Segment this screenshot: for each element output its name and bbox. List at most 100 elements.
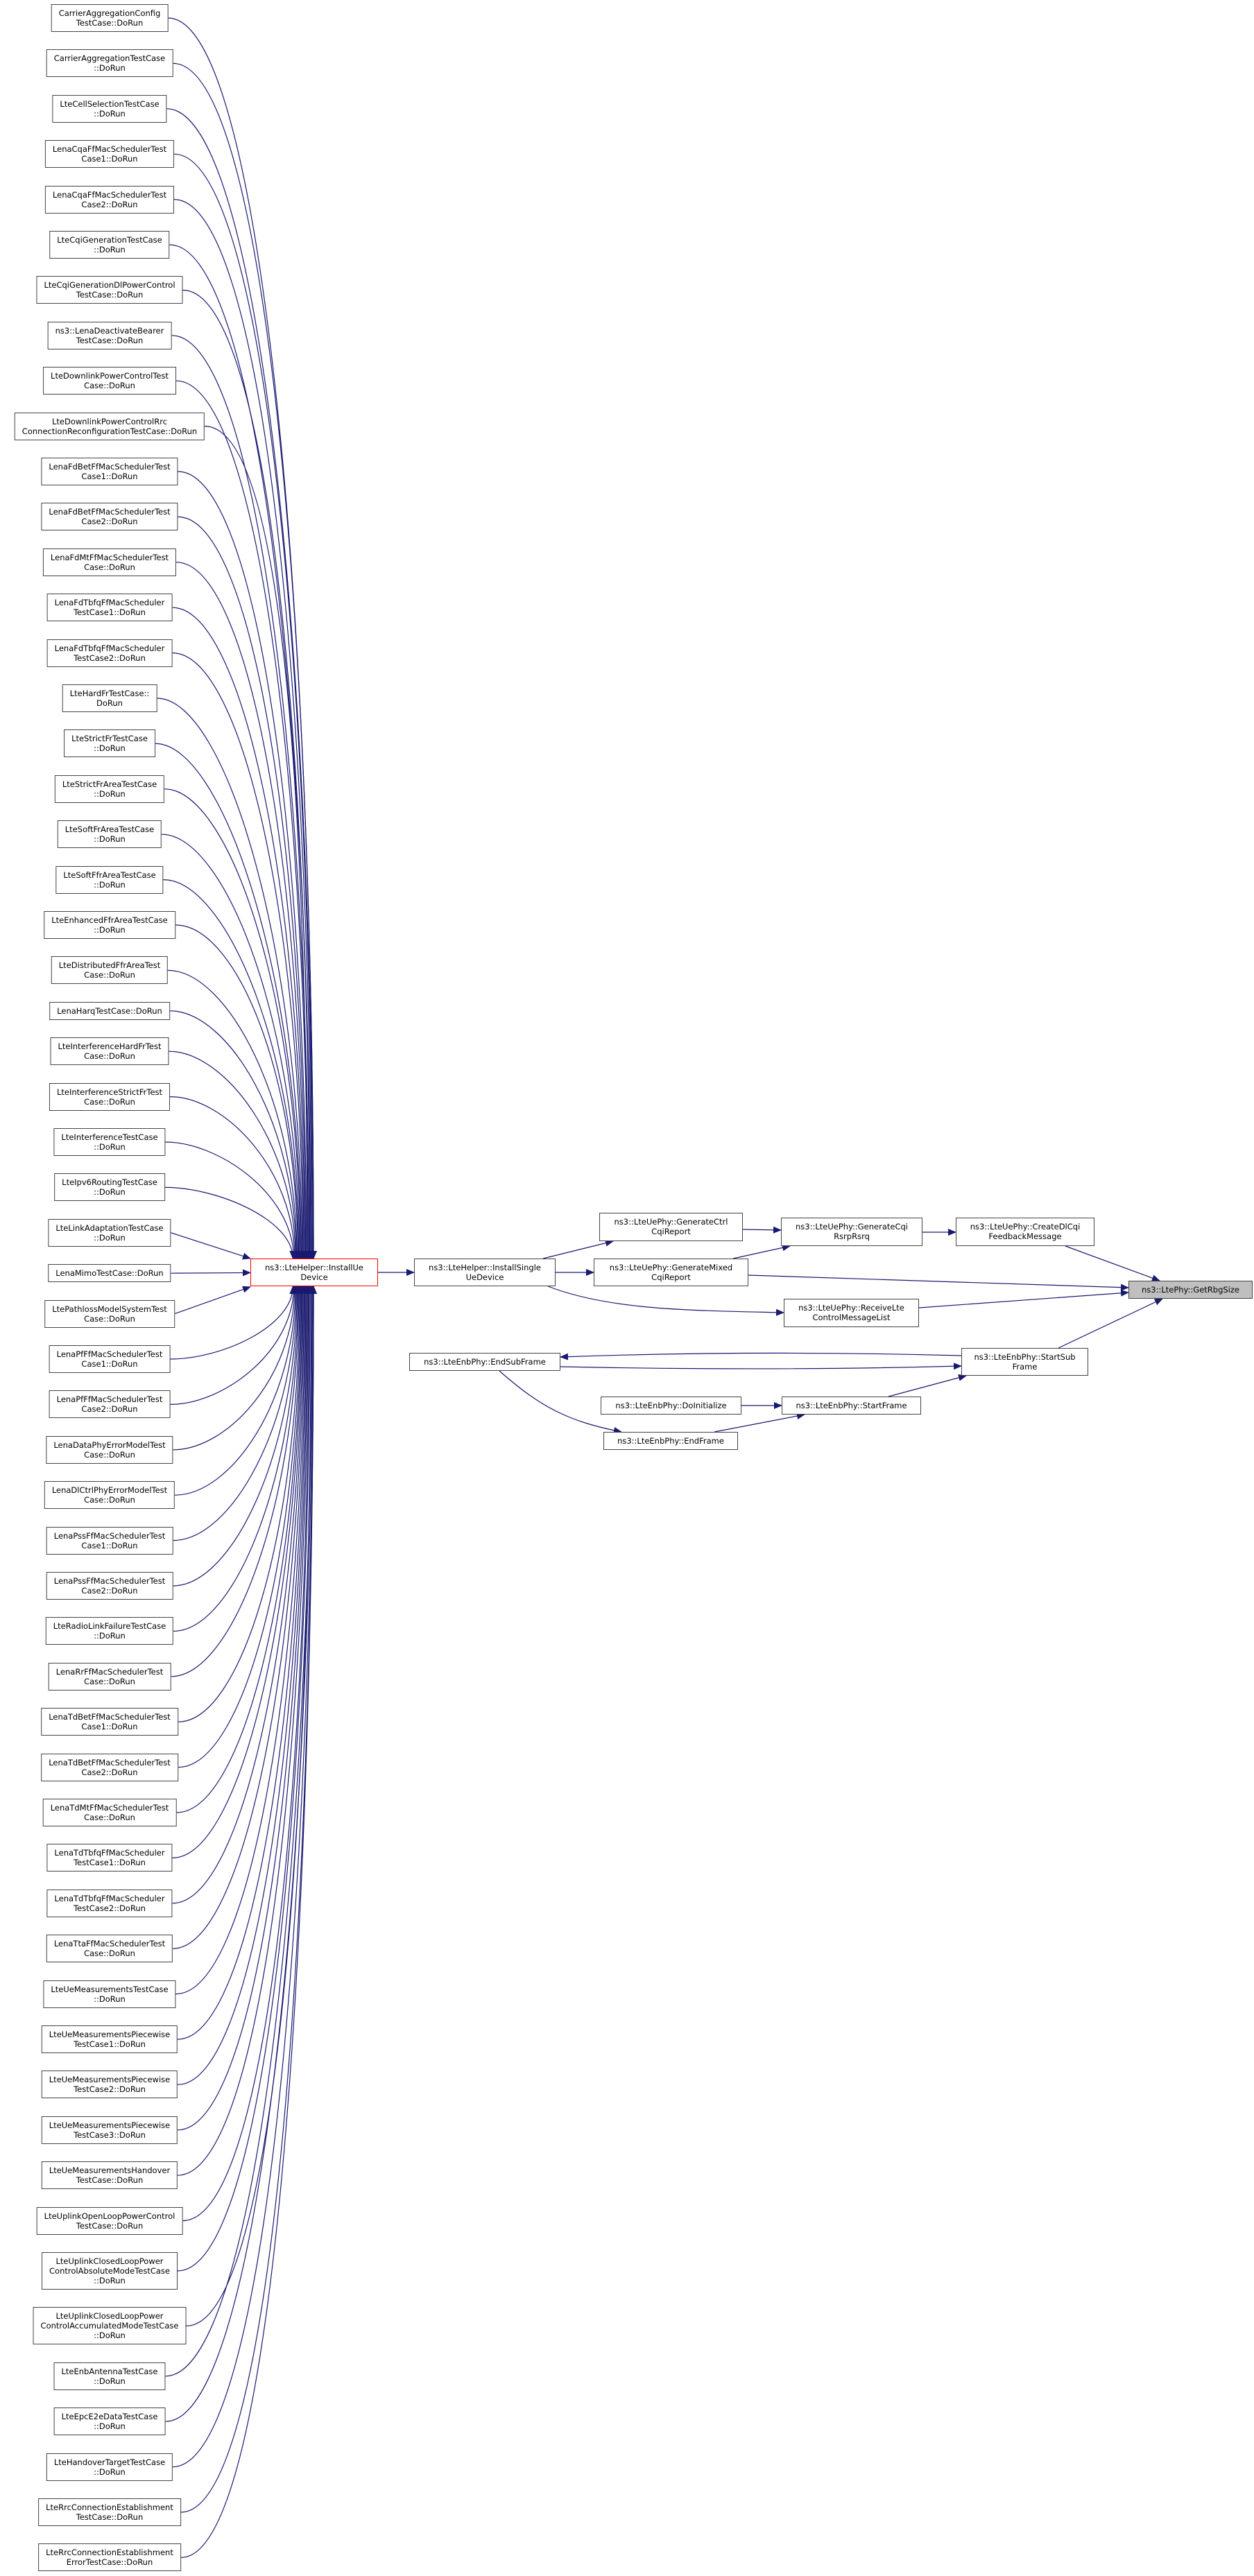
caller-node[interactable]: LenaCqaFfMacSchedulerTest Case1::DoRun — [44, 140, 175, 168]
edge-caller-installuedevice — [171, 1286, 302, 1677]
edge-caller-installuedevice — [173, 1286, 301, 1587]
caller-node[interactable]: LteInterferenceStrictFrTest Case::DoRun — [49, 1082, 171, 1111]
caller-node[interactable]: LenaFdMtFfMacSchedulerTest Case::DoRun — [42, 548, 177, 576]
caller-node[interactable]: LteHandoverTargetTestCase ::DoRun — [46, 2453, 173, 2481]
edge-caller-installuedevice — [164, 788, 304, 1259]
caller-node[interactable]: LenaMimoTestCase::DoRun — [48, 1264, 171, 1283]
caller-node[interactable]: CarrierAggregationTestCase ::DoRun — [46, 49, 173, 78]
node-receive-lte-control-message-list[interactable]: ns3::LteUePhy::ReceiveLte ControlMessage… — [784, 1299, 919, 1327]
edge-generatemixed-generatecqi — [732, 1244, 791, 1259]
caller-node[interactable]: LenaCqaFfMacSchedulerTest Case2::DoRun — [44, 185, 175, 214]
caller-node[interactable]: LteUeMeasurementsPiecewise TestCase3::Do… — [41, 2116, 178, 2144]
edge-caller-installuedevice — [171, 335, 313, 1259]
edge-caller-installuedevice — [164, 1186, 297, 1259]
caller-node[interactable]: LteLinkAdaptationTestCase ::DoRun — [48, 1218, 171, 1247]
caller-node[interactable]: LenaTtaFfMacSchedulerTest Case::DoRun — [46, 1935, 173, 1963]
caller-node[interactable]: LteUeMeasurementsTestCase ::DoRun — [43, 1980, 176, 2008]
caller-node[interactable]: LenaHarqTestCase::DoRun — [49, 1001, 170, 1020]
caller-node[interactable]: LteUplinkOpenLoopPowerControl TestCase::… — [36, 2206, 183, 2235]
caller-node[interactable]: LteDownlinkPowerControlTest Case::DoRun — [43, 367, 176, 395]
edge-caller-installuedevice — [177, 1286, 314, 2272]
caller-node[interactable]: LenaFdBetFfMacSchedulerTest Case2::DoRun — [41, 503, 178, 531]
caller-node[interactable]: LteUeMeasurementsPiecewise TestCase1::Do… — [41, 2025, 178, 2053]
caller-node[interactable]: LenaPfFfMacSchedulerTest Case2::DoRun — [49, 1390, 171, 1419]
caller-node[interactable]: LteUeMeasurementsHandover TestCase::DoRu… — [41, 2161, 178, 2190]
node-start-frame[interactable]: ns3::LteEnbPhy::StartFrame — [782, 1397, 921, 1415]
caller-node[interactable]: LteEnhancedFfrAreaTestCase ::DoRun — [44, 911, 175, 939]
edge-endsubframe-endframe — [499, 1370, 622, 1434]
caller-node[interactable]: LteHardFrTestCase:: DoRun — [62, 684, 157, 712]
edge-caller-installuedevice — [173, 153, 316, 1259]
caller-node[interactable]: LteStrictFrTestCase ::DoRun — [64, 729, 155, 758]
node-generate-mixed-cqi-report[interactable]: ns3::LteUePhy::GenerateMixed CqiReport — [594, 1259, 748, 1286]
caller-node[interactable]: LenaPssFfMacSchedulerTest Case2::DoRun — [46, 1572, 173, 1600]
edge-caller-installuedevice — [177, 1286, 311, 2131]
caller-node[interactable]: LteCellSelectionTestCase ::DoRun — [52, 94, 167, 123]
edge-caller-installuedevice — [173, 62, 317, 1259]
caller-node[interactable]: LenaTdBetFfMacSchedulerTest Case2::DoRun — [41, 1753, 178, 1781]
node-install-ue-device[interactable]: ns3::LteHelper::InstallUe Device — [250, 1259, 378, 1286]
edge-caller-installuedevice — [175, 562, 309, 1259]
caller-node[interactable]: ns3::LenaDeactivateBearer TestCase::DoRu… — [47, 321, 172, 349]
edge-caller-installuedevice — [175, 924, 302, 1259]
node-generate-ctrl-cqi-report[interactable]: ns3::LteUePhy::GenerateCtrl CqiReport — [599, 1213, 743, 1241]
edge-caller-installuedevice — [178, 1286, 304, 1768]
node-start-sub-frame[interactable]: ns3::LteEnbPhy::StartSub Frame — [961, 1348, 1088, 1376]
caller-node[interactable]: LenaTdBetFfMacSchedulerTest Case1::DoRun — [41, 1708, 178, 1736]
caller-node[interactable]: LteInterferenceHardFrTest Case::DoRun — [50, 1037, 169, 1066]
caller-node[interactable]: LteCqiGenerationTestCase ::DoRun — [49, 231, 170, 259]
caller-node[interactable]: LenaFdBetFfMacSchedulerTest Case1::DoRun — [41, 458, 178, 485]
caller-node[interactable]: LteIpv6RoutingTestCase ::DoRun — [54, 1173, 165, 1202]
caller-node[interactable]: LteStrictFrAreaTestCase ::DoRun — [54, 775, 165, 803]
caller-node[interactable]: LtePathlossModelSystemTest Case::DoRun — [44, 1299, 175, 1328]
caller-node[interactable]: LenaPfFfMacSchedulerTest Case1::DoRun — [49, 1345, 171, 1373]
node-create-dl-cqi-feedback-message[interactable]: ns3::LteUePhy::CreateDlCqi FeedbackMessa… — [956, 1218, 1094, 1246]
edge-receivelte-getrbgsize — [918, 1289, 1129, 1308]
node-install-single-ue-device[interactable]: ns3::LteHelper::InstallSingle UeDevice — [414, 1259, 556, 1286]
edge-caller-installuedevice — [171, 1269, 251, 1277]
node-end-sub-frame[interactable]: ns3::LteEnbPhy::EndSubFrame — [409, 1353, 560, 1371]
caller-node[interactable]: LteEnbAntennaTestCase ::DoRun — [53, 2362, 166, 2390]
edge-generatemixed-getrbgsize — [748, 1274, 1129, 1291]
edge-caller-installuedevice — [169, 244, 314, 1259]
caller-node[interactable]: LteCqiGenerationDlPowerControl TestCase:… — [36, 276, 183, 304]
edge-caller-installuedevice — [182, 1286, 313, 2222]
caller-node[interactable]: LenaDlCtrlPhyErrorModelTest Case::DoRun — [44, 1481, 175, 1510]
caller-node[interactable]: LenaFdTbfqFfMacScheduler TestCase2::DoRu… — [46, 639, 173, 667]
caller-node[interactable]: LteSoftFrAreaTestCase ::DoRun — [57, 820, 162, 849]
node-do-initialize[interactable]: ns3::LteEnbPhy::DoInitialize — [601, 1397, 741, 1415]
edge-endsubframe-startsubframe — [560, 1363, 962, 1370]
edge-caller-installuedevice — [178, 516, 309, 1259]
node-get-rbg-size[interactable]: ns3::LtePhy::GetRbgSize — [1128, 1281, 1253, 1299]
caller-node[interactable]: LteSoftFfrAreaTestCase ::DoRun — [55, 865, 164, 894]
caller-node[interactable]: LteDistributedFfrAreaTest Case::DoRun — [51, 956, 169, 985]
caller-node[interactable]: LteInterferenceTestCase ::DoRun — [53, 1128, 166, 1156]
caller-node[interactable]: LenaTdMtFfMacSchedulerTest Case::DoRun — [42, 1799, 177, 1826]
caller-node[interactable]: CarrierAggregationConfig TestCase::DoRun — [51, 4, 169, 32]
edge-caller-installuedevice — [170, 1286, 298, 1405]
caller-node[interactable]: LenaFdTbfqFfMacScheduler TestCase1::DoRu… — [46, 594, 173, 622]
edge-caller-installuedevice — [173, 199, 316, 1259]
caller-node[interactable]: LenaPssFfMacSchedulerTest Case1::DoRun — [46, 1526, 173, 1555]
caller-node[interactable]: LteRrcConnectionEstablishment ErrorTestC… — [38, 2543, 181, 2572]
caller-node[interactable]: LenaTdTbfqFfMacScheduler TestCase2::DoRu… — [46, 1889, 173, 1917]
caller-node[interactable]: LenaRrFfMacSchedulerTest Case::DoRun — [48, 1662, 171, 1691]
caller-node[interactable]: LteUplinkClosedLoopPower ControlAccumula… — [33, 2307, 187, 2345]
edge-caller-installuedevice — [177, 1286, 312, 2176]
caller-node[interactable]: LteDownlinkPowerControlRrc ConnectionRec… — [14, 412, 205, 440]
caller-node[interactable]: LteUplinkClosedLoopPower ControlAbsolute… — [42, 2252, 178, 2290]
caller-node[interactable]: LteRrcConnectionEstablishment TestCase::… — [38, 2498, 181, 2526]
edge-installsingle-receivelte — [547, 1286, 784, 1316]
caller-node[interactable]: LenaTdTbfqFfMacScheduler TestCase1::DoRu… — [46, 1844, 173, 1872]
caller-node[interactable]: LteUeMeasurementsPiecewise TestCase2::Do… — [41, 2071, 178, 2099]
node-generate-cqi-rsrp-rsrq[interactable]: ns3::LteUePhy::GenerateCqi RsrpRsrq — [781, 1218, 922, 1246]
caller-node[interactable]: LenaDataPhyErrorModelTest Case::DoRun — [46, 1435, 173, 1464]
edge-endframe-startframe — [714, 1412, 805, 1433]
edge-createdlcqi-getrbgsize — [1065, 1245, 1160, 1281]
edge-caller-installuedevice — [169, 1096, 298, 1259]
edge-caller-installuedevice — [171, 1232, 251, 1260]
caller-node[interactable]: LteEpcE2eDataTestCase ::DoRun — [53, 2408, 166, 2436]
caller-node[interactable]: LteRadioLinkFailureTestCase ::DoRun — [45, 1617, 174, 1645]
node-end-frame[interactable]: ns3::LteEnbPhy::EndFrame — [603, 1432, 738, 1450]
